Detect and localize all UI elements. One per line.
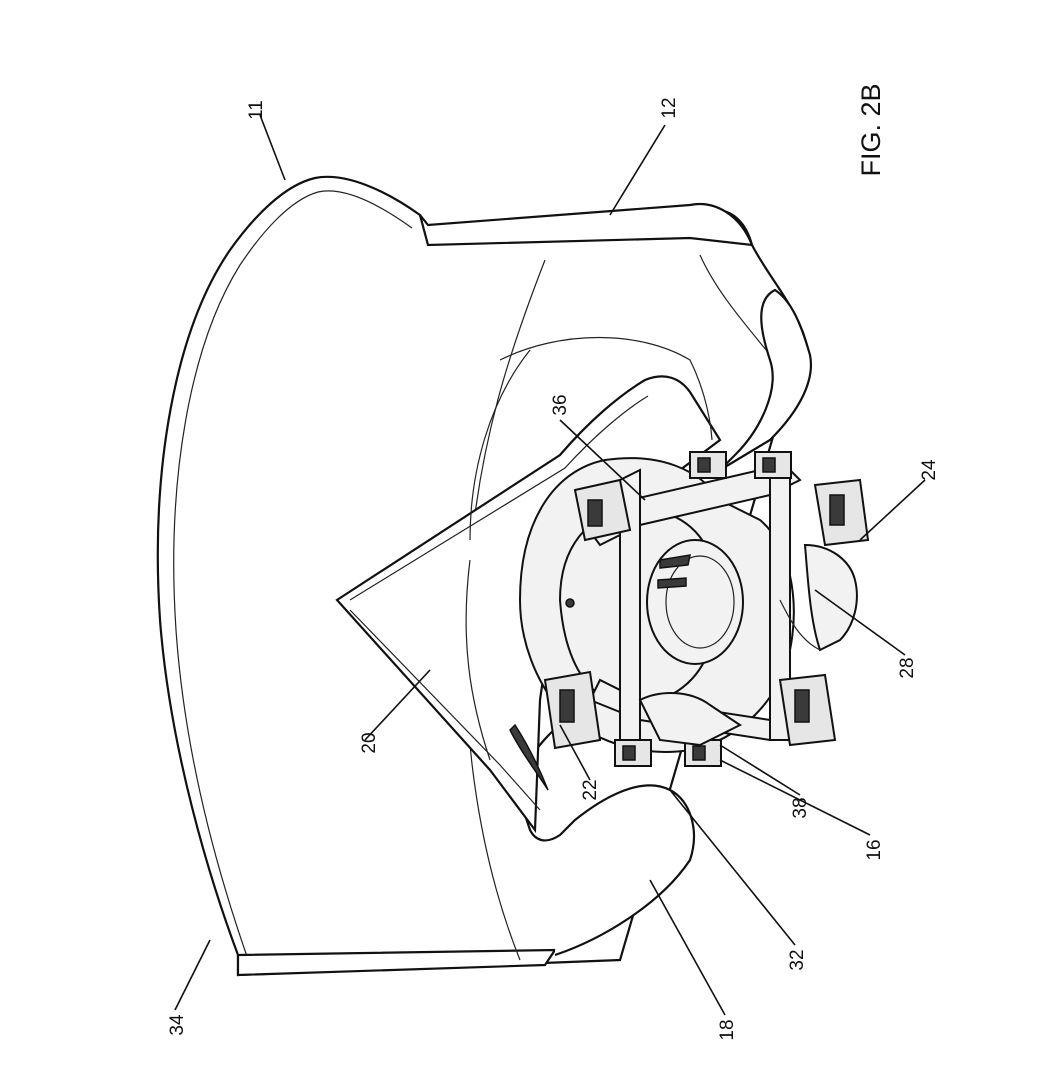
leader-12 (609, 124, 666, 216)
ref-numeral-22: 22 (580, 779, 601, 800)
leader-22 (559, 724, 591, 781)
mounting-foot-3 (614, 739, 652, 767)
shell-top-section (418, 202, 754, 247)
right-curved-wall (719, 288, 812, 471)
drum-slot-2 (657, 577, 687, 589)
leader-38 (719, 744, 801, 796)
rear-support (803, 543, 858, 652)
central-drum (646, 539, 744, 665)
outer-shell-inner-edge (173, 190, 413, 966)
motor-bolt (565, 598, 575, 608)
ref-numeral-24: 24 (919, 459, 940, 481)
clamp-block-lower-right (778, 673, 837, 747)
drum-slot-1 (659, 554, 691, 569)
lower-tongue (638, 692, 742, 747)
ref-numeral-28: 28 (897, 657, 918, 678)
ref-numeral-11: 11 (246, 100, 267, 120)
reference-numerals: 11 12 36 24 28 20 22 38 16 32 18 34 (167, 97, 940, 1040)
leader-36 (559, 419, 646, 501)
central-drum-inner (665, 555, 735, 649)
leader-28 (814, 589, 906, 656)
deflector-inner-edge (349, 395, 649, 601)
frame-strut-upper (583, 469, 802, 547)
ref-numeral-18: 18 (717, 1019, 738, 1040)
ref-numeral-16: 16 (864, 839, 885, 860)
ref-numeral-32: 32 (787, 949, 808, 970)
cone-surface-lower (469, 349, 531, 541)
central-assembly (518, 451, 870, 767)
clamp-block-lower-left (543, 670, 602, 750)
ref-numeral-34: 34 (167, 1014, 188, 1036)
ref-numeral-12: 12 (659, 97, 680, 118)
mounting-foot-2 (754, 451, 792, 479)
deflector-lower-edge (349, 609, 541, 811)
mounting-foot-1 (689, 451, 727, 479)
ref-numeral-20: 20 (359, 732, 380, 753)
shell-bottom-section (236, 948, 558, 977)
ref-numeral-38: 38 (790, 797, 811, 818)
cone-shadow (509, 723, 549, 791)
leader-16 (719, 759, 871, 836)
clamp-block-upper-left (573, 478, 632, 542)
leader-32 (669, 789, 796, 946)
figure-label: FIG. 2B (856, 83, 886, 176)
ref-numeral-36: 36 (550, 394, 571, 415)
cone-base-arc (465, 559, 491, 761)
rear-support-edge (779, 599, 821, 651)
leader-34 (174, 939, 211, 1011)
cone-surface (499, 337, 713, 441)
leader-20 (364, 669, 431, 741)
leader-18 (649, 879, 726, 1016)
leader-24 (859, 479, 926, 541)
leader-11 (259, 114, 286, 181)
leader-lines (174, 114, 926, 1016)
clamp-block-upper-right (813, 478, 870, 547)
